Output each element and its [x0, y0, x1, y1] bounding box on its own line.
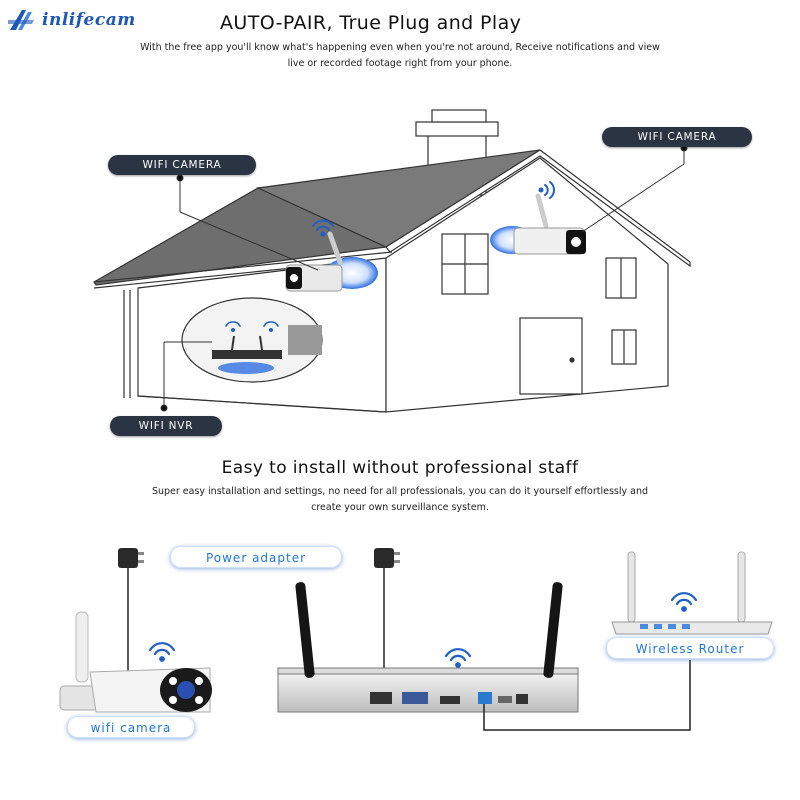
nvr-icon — [277, 582, 579, 713]
brand-name: inlifecam — [42, 10, 136, 30]
logo-icon — [8, 10, 34, 30]
section2-subtitle: Super easy installation and settings, no… — [0, 484, 800, 516]
section2-subtitle-line2: create your own surveillance system. — [311, 502, 489, 513]
label-wifi-nvr: WIFI NVR — [110, 416, 222, 436]
brand-logo: inlifecam — [8, 6, 158, 34]
label-wireless-router: Wireless Router — [606, 637, 774, 659]
ethernet-cable — [483, 660, 691, 731]
wifi-signal-icon — [444, 648, 472, 668]
wifi-signal-icon — [225, 321, 279, 332]
label-wifi-camera-left: WIFI CAMERA — [108, 155, 256, 175]
section1-subtitle-line1: With the free app you'll know what's hap… — [140, 42, 660, 53]
camera-icon — [285, 231, 378, 292]
power-plug-icon — [118, 548, 144, 690]
section1-subtitle: With the free app you'll know what's hap… — [0, 40, 800, 72]
label-wifi-camera-right: WIFI CAMERA — [602, 127, 752, 147]
wifi-signal-icon — [538, 181, 555, 199]
section2-title: Easy to install without professional sta… — [221, 458, 579, 478]
section2-subtitle-line1: Super easy installation and settings, no… — [151, 486, 649, 497]
section1-title: AUTO-PAIR, True Plug and Play — [220, 12, 522, 34]
label-power-adapter: Power adapter — [170, 546, 342, 568]
wifi-signal-icon — [312, 219, 334, 237]
nvr-inset — [181, 297, 323, 383]
router-icon — [611, 551, 773, 635]
camera-icon — [59, 611, 212, 713]
wifi-signal-icon — [148, 642, 176, 662]
label-wifi-camera: wifi camera — [67, 716, 195, 738]
wifi-signal-icon — [670, 592, 698, 612]
label-leader-lines — [160, 144, 688, 412]
power-plug-icon — [374, 548, 400, 676]
camera-icon — [490, 193, 586, 255]
section1-subtitle-line2: live or recorded footage right from your… — [287, 58, 513, 69]
